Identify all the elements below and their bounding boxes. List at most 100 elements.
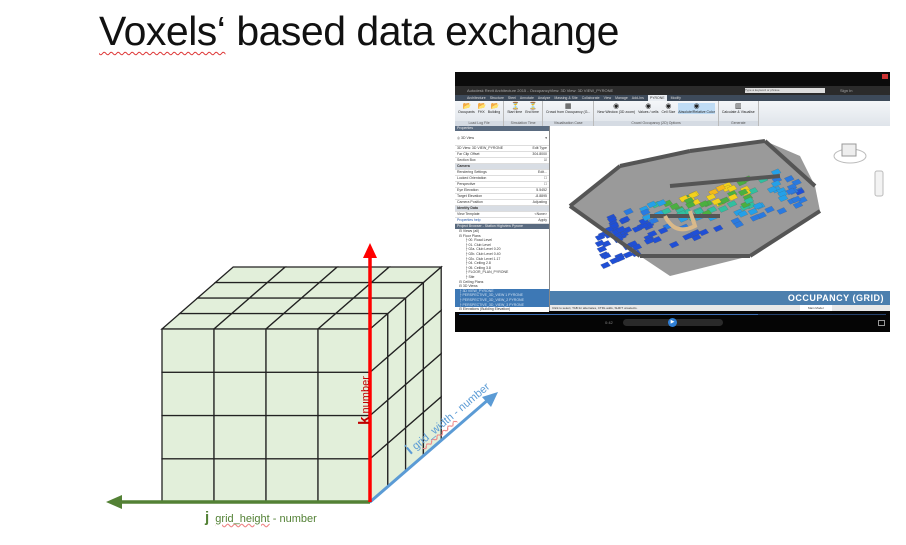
property-row[interactable]: Target Elevation-8.8895 (455, 194, 549, 200)
ribbon-button-icon: ⏳ (528, 103, 538, 110)
occupancy-cell (747, 208, 759, 216)
occupancy-cell (594, 239, 606, 248)
search-input[interactable]: Type a keyword or phrase (745, 88, 825, 93)
browser-item[interactable]: ⊟ 3D Views (459, 284, 478, 289)
browser-item[interactable]: ├ PERSPECTIVE_3D_VIEW_3 PYRONE (455, 302, 549, 308)
k-axis-label: k number (356, 376, 373, 425)
fullscreen-icon[interactable] (878, 320, 885, 326)
browser-item[interactable]: ├ 01. Club Level (465, 242, 491, 247)
ribbon-tab[interactable]: Structure (489, 96, 504, 100)
ribbon-tab[interactable]: Analyze (537, 96, 551, 100)
browser-item[interactable]: ├ 00. Road Level (465, 238, 492, 243)
model-selector[interactable]: Main Model (800, 305, 832, 311)
apply-button[interactable]: Apply (538, 218, 547, 222)
property-row[interactable]: Identity Data (455, 206, 549, 212)
occupancy-cell (690, 229, 701, 237)
property-row[interactable]: Locked Orientation☐ (455, 176, 549, 182)
ribbon-button[interactable]: ▥Calculate & Visualise (721, 103, 755, 114)
browser-item[interactable]: ├ PERSPECTIVE_3D_VIEW 1 PYRONE (455, 293, 549, 298)
j-label: grid_height (215, 513, 270, 525)
occupancy-cell (640, 208, 651, 216)
ribbon-button[interactable]: ◉Absolute/Relative Color (678, 103, 715, 114)
browser-item[interactable]: ├ PERSPECTIVE_3D_VIEW_2 PYRONE (455, 297, 549, 303)
view-cube-icon[interactable] (833, 143, 867, 164)
occupancy-cell (743, 197, 755, 205)
ribbon-tab[interactable]: Architecture (467, 96, 486, 100)
browser-item[interactable]: ⊟ Floor Plans (459, 233, 481, 238)
ribbon-button[interactable]: ⏳Start time (507, 103, 523, 114)
browser-item[interactable]: ⊟ Views (all) (459, 229, 479, 233)
voxel-front-face (317, 458, 371, 503)
browser-item[interactable]: ├ 3D VIEW_PYRONE (455, 288, 549, 294)
ribbon-button-icon: 📂 (462, 103, 472, 110)
property-row[interactable]: Section Box☑ (455, 158, 549, 164)
ribbon-tab[interactable]: Add-Ins (631, 96, 644, 100)
ribbon-button[interactable]: ▦Crowd from Occupancy (G... (546, 103, 591, 114)
property-row[interactable]: Perspective☐ (455, 182, 549, 188)
occupancy-cell (726, 200, 738, 208)
browser-item[interactable]: ⊟ Elevations (Building Elevation) (459, 307, 511, 312)
browser-item[interactable]: ├ 02c. Club Level 1.17 (465, 256, 501, 261)
browser-item[interactable]: ├ 05. Ceiling 3.8 (465, 265, 491, 270)
ribbon-button[interactable]: ⏳End time (525, 103, 539, 114)
ribbon-button[interactable]: ◉Values / cells (638, 103, 659, 114)
ribbon-tab[interactable]: PYRONE (647, 95, 667, 101)
ribbon-button-icon: ◉ (613, 103, 620, 110)
occupancy-cell (615, 254, 626, 263)
occupancy-cell (596, 245, 608, 253)
occupancy-cell (764, 205, 775, 214)
close-button[interactable] (882, 74, 888, 79)
ribbon-tab[interactable]: Annotate (519, 96, 534, 100)
ribbon-button[interactable]: 📂FHX (477, 103, 487, 114)
ribbon-tab[interactable]: Steel (507, 96, 516, 100)
browser-item[interactable]: ⊟ Ceiling Plans (459, 279, 484, 284)
ribbon-tab[interactable]: Manage (615, 96, 628, 100)
occupancy-cell (777, 190, 788, 198)
ribbon-button[interactable]: ◉New Window (3D zoom) (597, 103, 636, 114)
edit-type-button[interactable]: Edit Type (532, 146, 547, 150)
occupancy-cell (698, 200, 709, 208)
browser-item[interactable]: ├ Site (465, 274, 475, 279)
ribbon-button[interactable]: ◉Cell Size (661, 103, 676, 114)
ribbon-tab[interactable]: Collaborate (581, 96, 600, 100)
ribbon-button[interactable]: 📂Building (487, 103, 501, 114)
property-row[interactable]: Camera (455, 164, 549, 170)
sign-in-link[interactable]: Sign In (840, 88, 853, 93)
occupancy-cell (705, 193, 717, 201)
ribbon-tab[interactable]: Modify (670, 96, 681, 100)
ribbon-tab[interactable]: View (603, 96, 612, 100)
seek-bar[interactable] (459, 314, 886, 315)
browser-item[interactable]: ├ FLOOR_PLAN_PYRONE (465, 270, 509, 275)
j-letter: j (205, 509, 210, 526)
ribbon-tab[interactable]: Massing & Site (554, 96, 578, 100)
i-axis-arrowhead (482, 392, 498, 407)
navigation-bar[interactable] (874, 170, 884, 197)
ribbon-button-icon: ▥ (734, 103, 742, 110)
play-button[interactable]: ▶ (668, 318, 677, 327)
browser-item[interactable]: ├ 02a. Club Level 0.20 (465, 247, 501, 252)
occupancy-cell (601, 252, 612, 260)
occupancy-banner: OCCUPANCY (GRID) (550, 291, 890, 305)
property-row[interactable]: View Template<None> (455, 212, 549, 218)
3d-view-canvas[interactable] (550, 126, 890, 291)
ribbon-button-icon: ◉ (645, 103, 652, 110)
browser-item[interactable]: ├ 04. Ceiling 2.8 (465, 261, 491, 266)
j-suffix: - number (269, 513, 317, 525)
ribbon-group-caption: Generate (718, 121, 758, 126)
ribbon-button-icon: ▦ (564, 103, 572, 110)
ribbon-button[interactable]: 📂Occupants (458, 103, 475, 114)
type-selector[interactable]: ◎ 3D View▾ (455, 131, 549, 146)
occupancy-cell (770, 168, 782, 176)
browser-item[interactable]: ├ 02b. Club Level 0.40 (465, 251, 501, 256)
properties-help-link[interactable]: Properties help (457, 218, 481, 222)
status-text: Click to select, TAB for alternates, CTR… (552, 306, 638, 310)
occupancy-cell (737, 210, 748, 218)
k-label: number (359, 376, 372, 414)
